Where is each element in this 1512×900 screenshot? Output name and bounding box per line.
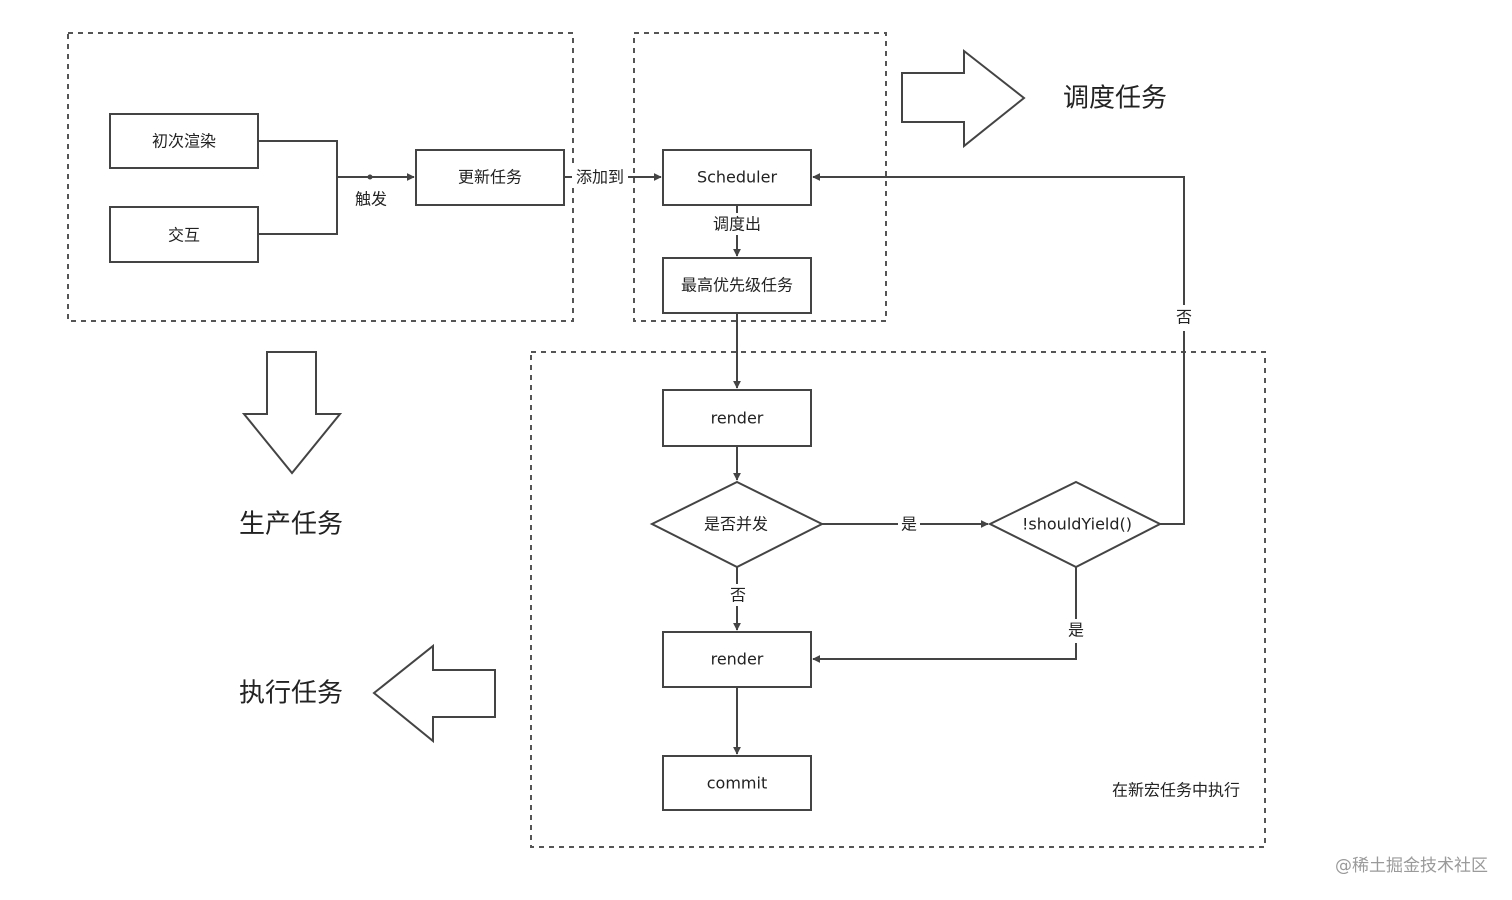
edge-initial-render-join [258, 140, 338, 235]
node-render-first-label: render [711, 409, 764, 428]
edge-trigger-label: 触发 [355, 190, 387, 209]
group-produce-container [67, 32, 574, 322]
edge-yield-no-loop [812, 173, 1185, 525]
edge-schedule-out-label-bg [708, 213, 766, 235]
node-render-second-box [662, 631, 812, 688]
schedule-task-title: 调度任务 [1063, 84, 1167, 114]
node-highest-priority-label: 最高优先级任务 [681, 276, 793, 295]
node-update-task-box [415, 149, 565, 206]
node-interaction-box [109, 206, 259, 263]
left-arrow-icon [372, 643, 496, 744]
edge-concurrent-yes-label: 是 [901, 515, 917, 534]
edge-add-to-label-bg [572, 166, 628, 188]
edge-concurrent-no-label-bg [727, 584, 749, 606]
node-commit-label: commit [707, 774, 767, 793]
edge-concurrent-no-label: 否 [730, 586, 746, 605]
edge-schedule-out-label: 调度出 [713, 215, 761, 234]
node-highest-priority-box [662, 257, 812, 314]
node-initial-render-box [109, 113, 259, 169]
node-should-yield-label: !shouldYield() [1022, 515, 1132, 534]
edge-trigger-dot [367, 174, 373, 180]
node-scheduler-box [662, 149, 812, 206]
group-execute-container [530, 351, 1266, 848]
down-arrow-icon [241, 351, 343, 475]
node-should-yield-diamond [987, 480, 1163, 569]
node-render-second-label: render [711, 650, 764, 669]
node-commit-box [662, 755, 812, 811]
node-render-first-box [662, 389, 812, 447]
edge-yield-yes [812, 567, 1077, 663]
run-in-macrotask-label: 在新宏任务中执行 [1112, 781, 1240, 800]
produce-task-title: 生产任务 [239, 510, 343, 540]
edge-yield-no-label-bg [1173, 305, 1195, 331]
right-arrow-icon [901, 48, 1026, 149]
edge-yield-yes-label-bg [1065, 619, 1087, 643]
edge-add-to-label: 添加到 [576, 168, 624, 187]
node-initial-render-label: 初次渲染 [152, 132, 216, 151]
execute-task-title: 执行任务 [239, 679, 343, 709]
node-is-concurrent-diamond [649, 480, 825, 569]
watermark: @稀土掘金技术社区 [1335, 856, 1488, 876]
node-update-task-label: 更新任务 [458, 168, 522, 187]
node-is-concurrent-label: 是否并发 [704, 515, 768, 534]
edge-yield-yes-label: 是 [1068, 621, 1084, 640]
edge-yield-no-label: 否 [1176, 308, 1192, 327]
edge-concurrent-yes-label-bg [898, 513, 920, 535]
node-scheduler-label: Scheduler [697, 168, 778, 187]
node-interaction-label: 交互 [168, 226, 200, 245]
